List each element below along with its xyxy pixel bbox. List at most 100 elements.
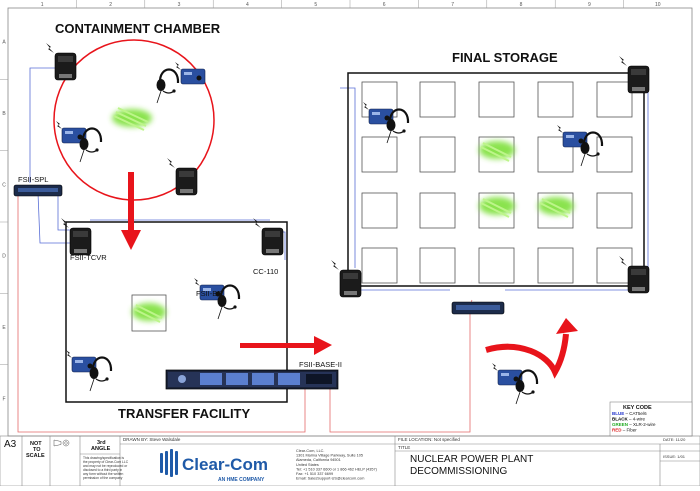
drawing-date: DATE: 11/20	[663, 437, 686, 442]
drawing-title-line1: NUCLEAR POWER PLANT	[410, 454, 533, 465]
storage-cell	[478, 136, 515, 173]
grid-row-B: B	[2, 111, 6, 117]
final-storage-boundary	[347, 72, 645, 287]
fuel-rod-storage-1	[479, 141, 515, 162]
headset-icon	[217, 284, 241, 320]
logo-subtitle: AN HME COMPANY	[218, 477, 265, 483]
storage-grid	[361, 81, 633, 284]
storage-cell	[537, 136, 574, 173]
signal-icon	[557, 125, 563, 133]
fsii-tcvr-unit	[627, 265, 650, 294]
storage-cell	[419, 192, 456, 229]
grid-col-6: 6	[383, 2, 386, 8]
headset-icon	[580, 131, 604, 167]
fsii-base-ii-label: FSII-BASE-II	[299, 360, 342, 369]
storage-cell	[478, 81, 515, 118]
storage-splitter-device	[451, 301, 505, 315]
key-code-item: GREEN – XLR-2-wire	[612, 422, 656, 427]
cc-110-label: CC-110	[253, 267, 278, 276]
clear-com-logo: Clear-Com AN HME COMPANY	[160, 449, 268, 483]
fsii-tcvr-unit	[69, 227, 92, 256]
beltpacks	[56, 62, 604, 405]
storage-cell	[361, 192, 398, 229]
grid-col-8: 8	[520, 2, 523, 8]
arrow-down-to-transfer	[121, 172, 141, 250]
key-code-item: BLACK – 4-wire	[612, 417, 646, 422]
storage-cell	[596, 192, 633, 229]
fsii-tcvr-unit	[339, 269, 362, 298]
storage-cell	[596, 247, 633, 284]
drawn-by: DRAWN BY: Steve Walsdale	[123, 437, 181, 442]
storage-cell	[419, 136, 456, 173]
headset-icon	[89, 356, 113, 392]
final-storage-title: FINAL STORAGE	[452, 50, 558, 65]
signal-icon	[61, 218, 69, 228]
key-code-title: KEY CODE	[623, 405, 652, 411]
fsii-tcvr-unit	[54, 52, 77, 81]
signal-icon	[363, 102, 369, 110]
fsii-spl-device	[13, 184, 63, 197]
drawing-issue: ISSUE: 1/01	[663, 454, 686, 459]
fsii-bp-beltpack	[61, 127, 87, 144]
signal-icon	[331, 260, 339, 270]
fsii-tcvr-label: FSII-TCVR	[70, 253, 107, 262]
signal-icon	[56, 121, 62, 129]
key-code-item: RED – Fiber	[612, 428, 637, 433]
signal-icon	[619, 256, 627, 266]
storage-cell	[361, 247, 398, 284]
fsii-tcvr-unit	[175, 167, 198, 196]
containment-chamber-title: CONTAINMENT CHAMBER	[55, 21, 221, 36]
grid-row-F: F	[2, 396, 5, 402]
transfer-facility-title: TRANSFER FACILITY	[118, 406, 250, 421]
storage-cell	[537, 81, 574, 118]
fuel-rod-transfer	[132, 303, 166, 323]
transceivers	[46, 43, 650, 298]
signal-icon	[194, 278, 200, 286]
company-address: Clear-Com, LLC.1301 Marina Village Parkw…	[296, 449, 378, 481]
grid-row-D: D	[2, 254, 6, 260]
grid-col-5: 5	[314, 2, 317, 8]
arrow-right-to-storage	[240, 336, 332, 355]
storage-cell	[596, 81, 633, 118]
storage-cell	[537, 192, 574, 229]
signal-icon	[46, 43, 54, 53]
grid-row-C: C	[2, 182, 6, 188]
grid-col-3: 3	[178, 2, 181, 8]
fuel-rod-containment	[112, 107, 152, 131]
logo-wordmark: Clear-Com	[182, 455, 268, 474]
headset-icon	[156, 68, 180, 104]
title-label: TITLE	[398, 445, 410, 450]
fsii-bp-label: FSII-BP	[196, 289, 222, 298]
storage-cell	[361, 136, 398, 173]
headset-icon	[79, 127, 103, 163]
fsii-tcvr-unit	[261, 227, 284, 256]
fuel-rod-storage-2	[479, 197, 515, 218]
fsii-bp-beltpack	[180, 68, 206, 85]
grid-col-4: 4	[246, 2, 249, 8]
clear-com-logo-icon	[160, 449, 178, 477]
fsii-bp-beltpack	[368, 108, 394, 125]
fsii-tcvr-unit	[627, 65, 650, 94]
fsii-bp-beltpack	[562, 131, 588, 148]
fsii-bp-beltpack	[497, 369, 523, 386]
grid-col-9: 9	[588, 2, 591, 8]
fsii-bp-beltpack	[71, 356, 97, 373]
signal-icon	[66, 350, 72, 358]
signal-icon	[167, 158, 175, 168]
grid-col-1: 1	[41, 2, 44, 8]
headset-icon	[386, 108, 410, 144]
signal-icon	[619, 56, 627, 66]
grid-row-E: E	[2, 325, 6, 331]
title-block	[0, 435, 700, 487]
grid-col-10: 10	[655, 2, 661, 8]
fsii-bp-beltpack	[199, 284, 225, 301]
headset-icon	[515, 369, 539, 405]
third-angle-symbol	[53, 439, 70, 447]
storage-cell	[419, 247, 456, 284]
